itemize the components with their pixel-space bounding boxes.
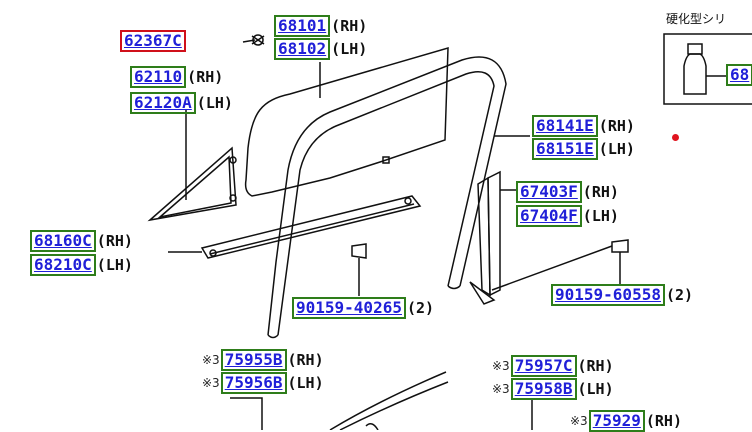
footnote-mark: ※3 — [202, 353, 220, 367]
part-68210c: 68210C (LH) — [30, 254, 133, 276]
side-label: (LH) — [598, 140, 635, 158]
part-number-link[interactable]: 75956B — [220, 372, 287, 394]
part-68101: 68101 (RH) — [274, 15, 367, 37]
side-label: (RH) — [187, 68, 224, 86]
selection-dot — [672, 134, 679, 141]
part-68-note: 68 — [726, 64, 752, 86]
part-75957c: ※3 75957C (RH) — [492, 355, 614, 377]
quantity-label: (2) — [665, 286, 694, 304]
part-number-link[interactable]: 62120A — [130, 92, 196, 114]
part-90159-40265: 90159-40265 (2) — [292, 297, 434, 319]
part-67403f: 67403F (RH) — [516, 181, 619, 203]
part-75929: ※3 75929 (RH) — [570, 410, 682, 432]
side-label: (LH) — [287, 374, 324, 392]
part-number-link[interactable]: 75955B — [220, 349, 287, 371]
part-90159-60558: 90159-60558 (2) — [551, 284, 693, 306]
part-number-link[interactable]: 62367C — [120, 30, 186, 52]
part-number-link[interactable]: 67403F — [516, 181, 582, 203]
part-75958b: ※3 75958B (LH) — [492, 378, 614, 400]
side-label: (RH) — [96, 232, 133, 250]
part-62110: 62110 (RH) — [130, 66, 223, 88]
side-label: (LH) — [577, 380, 614, 398]
part-number-link[interactable]: 68160C — [30, 230, 96, 252]
part-number-link[interactable]: 68 — [726, 64, 752, 86]
part-number-link[interactable]: 90159-40265 — [292, 297, 406, 319]
part-number-link[interactable]: 75929 — [588, 410, 645, 432]
part-number-link[interactable]: 67404F — [516, 205, 582, 227]
part-68160c: 68160C (RH) — [30, 230, 133, 252]
side-label: (RH) — [582, 183, 619, 201]
part-67404f: 67404F (LH) — [516, 205, 619, 227]
footnote-mark: ※3 — [492, 382, 510, 396]
part-number-link[interactable]: 75957C — [510, 355, 577, 377]
part-number-link[interactable]: 68101 — [274, 15, 331, 37]
side-label: (RH) — [598, 117, 635, 135]
part-number-link[interactable]: 75958B — [510, 378, 577, 400]
part-number-link[interactable]: 90159-60558 — [551, 284, 665, 306]
part-68151e: 68151E (LH) — [532, 138, 635, 160]
part-62120a: 62120A (LH) — [130, 92, 233, 114]
part-68141e: 68141E (RH) — [532, 115, 635, 137]
part-number-link[interactable]: 68102 — [274, 38, 331, 60]
part-number-link[interactable]: 68210C — [30, 254, 96, 276]
quantity-label: (2) — [406, 299, 435, 317]
footnote-mark: ※3 — [202, 376, 220, 390]
side-label: (LH) — [96, 256, 133, 274]
side-label: (RH) — [645, 412, 682, 430]
side-label: (LH) — [582, 207, 619, 225]
side-label: (RH) — [287, 351, 324, 369]
part-number-link[interactable]: 68141E — [532, 115, 598, 137]
footnote-mark: ※3 — [492, 359, 510, 373]
side-label: (RH) — [331, 17, 368, 35]
part-75956b: ※3 75956B (LH) — [202, 372, 324, 394]
side-label: (RH) — [577, 357, 614, 375]
part-number-link[interactable]: 68151E — [532, 138, 598, 160]
side-label: (LH) — [196, 94, 233, 112]
footnote-mark: ※3 — [570, 414, 588, 428]
side-label: (LH) — [331, 40, 368, 58]
note-label: 硬化型シリ — [666, 12, 727, 26]
part-number-link[interactable]: 62110 — [130, 66, 187, 88]
part-75955b: ※3 75955B (RH) — [202, 349, 324, 371]
part-62367c: 62367C — [120, 30, 186, 52]
part-68102: 68102 (LH) — [274, 38, 367, 60]
